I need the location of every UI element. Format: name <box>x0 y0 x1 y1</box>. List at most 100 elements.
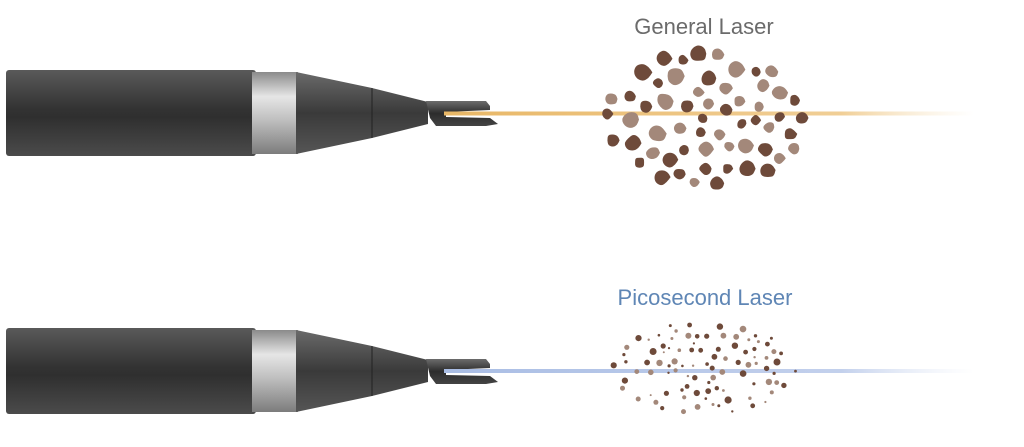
picosecond-laser-label: Picosecond Laser <box>617 285 793 310</box>
pigment-particle <box>703 98 715 110</box>
pigment-particle <box>670 337 674 340</box>
pigment-particle <box>733 333 740 340</box>
pigment-particle <box>660 406 665 411</box>
pigment-particle <box>680 388 684 392</box>
pigment-cluster-large <box>602 45 809 190</box>
pigment-particle <box>679 145 689 156</box>
pigment-particle <box>682 395 687 400</box>
handpiece-tip <box>426 359 498 384</box>
pigment-particle <box>657 333 661 337</box>
pigment-particle <box>704 397 708 400</box>
pigment-particle <box>634 64 653 81</box>
pigment-particle <box>647 338 650 341</box>
handpiece-ring <box>252 330 298 412</box>
pigment-particle <box>717 404 721 408</box>
pigment-particle <box>707 380 711 385</box>
pigment-particle <box>769 336 773 340</box>
pigment-particle <box>686 374 690 378</box>
pigment-particle <box>662 351 665 354</box>
pigment-particle <box>774 380 780 385</box>
pigment-particle <box>737 119 747 129</box>
pigment-particle <box>774 112 785 122</box>
pigment-particle <box>771 349 777 355</box>
pigment-particle <box>622 353 626 357</box>
pigment-particle <box>769 390 774 395</box>
pigment-particle <box>698 347 704 353</box>
pigment-particle <box>694 334 700 339</box>
pigment-particle <box>750 115 762 126</box>
pigment-particle <box>685 332 692 339</box>
pigment-particle <box>710 176 725 190</box>
pigment-particle <box>779 351 783 356</box>
pigment-particle <box>739 160 756 176</box>
pigment-particle <box>648 125 667 142</box>
pigment-particle <box>752 346 757 352</box>
pigment-particle <box>731 410 734 413</box>
pigment-particle <box>698 141 714 157</box>
handpiece-cone <box>296 72 428 154</box>
pigment-particle <box>656 50 673 66</box>
pigment-particle <box>646 147 660 159</box>
pigment-particle <box>671 358 678 365</box>
pigment-particle <box>624 90 636 102</box>
pigment-particle <box>681 364 684 368</box>
pigment-particle <box>667 364 671 368</box>
pigment-particle <box>640 100 653 113</box>
pigment-particle <box>728 61 746 78</box>
pigment-particle <box>756 340 760 344</box>
pigment-particle <box>723 164 734 174</box>
pigment-particle <box>610 362 617 369</box>
pigment-particle <box>681 409 686 415</box>
pigment-particle <box>748 396 752 400</box>
pigment-particle <box>750 403 756 409</box>
pigment-particle <box>678 54 689 65</box>
pigment-cluster-fine <box>610 322 797 415</box>
pigment-particle <box>681 100 694 113</box>
pigment-particle <box>754 361 758 365</box>
pigment-particle <box>760 163 776 177</box>
pigment-particle <box>693 389 700 397</box>
pigment-particle <box>635 157 645 168</box>
laser-beam-picosecond <box>444 369 974 373</box>
pigment-particle <box>714 386 719 391</box>
pigment-particle <box>705 388 712 394</box>
pigment-particle <box>694 404 701 410</box>
pigment-particle <box>644 359 650 366</box>
pigment-particle <box>773 153 786 164</box>
pigment-particle <box>652 78 663 89</box>
pigment-particle <box>753 334 758 338</box>
handpiece-tip <box>426 101 498 126</box>
pigment-particle <box>763 365 770 372</box>
pigment-particle <box>790 94 800 106</box>
pigment-particle <box>624 360 628 364</box>
pigment-particle <box>757 79 770 93</box>
pigment-particle <box>773 358 781 366</box>
pigment-particle <box>764 400 767 404</box>
pigment-particle <box>649 394 652 397</box>
pigment-particle <box>624 134 642 151</box>
general-laser-panel <box>6 45 974 190</box>
pigment-particle <box>745 361 752 368</box>
pigment-particle <box>731 342 739 349</box>
pigment-particle <box>765 341 770 347</box>
pigment-particle <box>635 396 641 402</box>
pigment-particle <box>724 396 732 404</box>
pigment-particle <box>602 108 614 120</box>
pigment-particle <box>607 134 620 147</box>
handpiece-bottom <box>6 328 498 414</box>
pigment-particle <box>711 353 718 360</box>
pigment-particle <box>667 68 685 86</box>
pigment-particle <box>673 122 687 134</box>
pigment-particle <box>673 169 686 180</box>
pigment-particle <box>757 143 773 157</box>
pigment-particle <box>763 122 775 133</box>
pigment-particle <box>654 170 671 186</box>
pigment-particle <box>724 142 735 152</box>
pigment-particle <box>649 348 657 355</box>
pigment-particle <box>605 93 618 105</box>
pigment-particle <box>635 335 642 342</box>
pigment-particle <box>784 128 798 140</box>
pigment-particle <box>622 112 639 128</box>
pigment-particle <box>711 403 715 406</box>
